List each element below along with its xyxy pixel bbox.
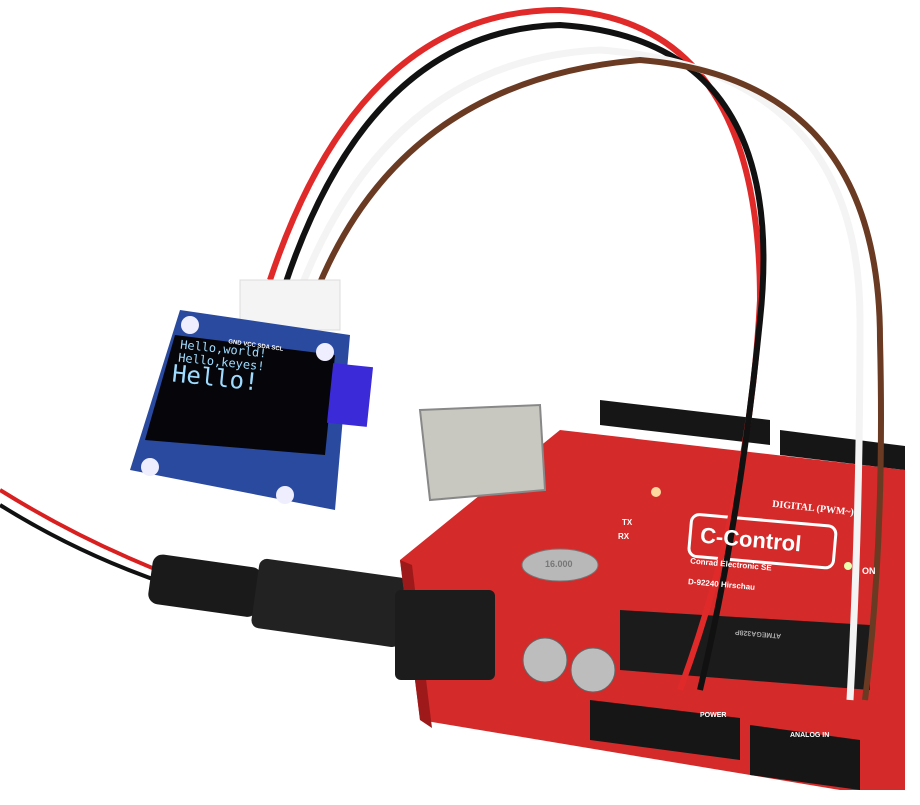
crystal-label: 16.000 (545, 559, 573, 569)
led-label-rx: RX (618, 532, 630, 541)
analog-header-label: ANALOG IN (790, 732, 830, 739)
led-label-on: ON (862, 566, 876, 576)
power-header-label: POWER (700, 712, 727, 719)
led-label-tx: TX (622, 518, 633, 527)
